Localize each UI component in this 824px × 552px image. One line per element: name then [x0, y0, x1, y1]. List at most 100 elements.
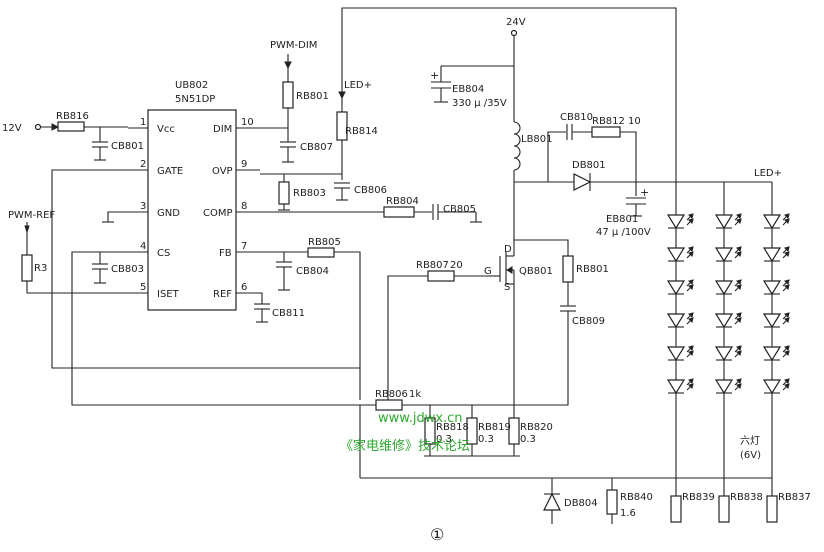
wire-gate-rb807 [387, 275, 428, 400]
label-rb814: RB814 [345, 126, 378, 137]
ic-ref: UB802 [175, 80, 208, 91]
label-rb816: RB816 [56, 111, 89, 122]
resistor-rb839 [670, 495, 682, 523]
value-rb820: 0.3 [520, 434, 536, 445]
resistor-rb814 [336, 111, 348, 141]
ic-right-pins [236, 127, 260, 294]
led-diode [762, 345, 790, 362]
capacitor-cb805 [432, 204, 439, 220]
label-cb810: CB810 [560, 112, 593, 123]
led-strings [666, 182, 790, 496]
label-rb820: RB820 [520, 422, 553, 433]
label-db801: DB801 [572, 160, 606, 171]
led-diode [714, 279, 742, 296]
resistor-rb816 [57, 121, 85, 132]
svg-text:+: + [640, 186, 649, 199]
pin-10-name: DIM [213, 124, 232, 135]
led-diode [714, 213, 742, 230]
resistor-rb812 [591, 126, 621, 138]
resistor-rb801-snubber [562, 255, 574, 283]
pin-2-name: GATE [157, 166, 183, 177]
pin-6-name: REF [213, 289, 232, 300]
pin-6-num: 6 [241, 282, 247, 293]
capacitor-eb801: + [626, 186, 649, 217]
led-diode [762, 213, 790, 230]
watermark-url: www.jdwx.cn [378, 411, 463, 426]
label-cb807: CB807 [300, 142, 333, 153]
label-cb811: CB811 [272, 308, 305, 319]
led-diode [762, 378, 790, 395]
led-diode [666, 345, 694, 362]
led-string [762, 182, 790, 496]
pin-7-name: FB [219, 248, 232, 259]
value-rb819: 0.3 [478, 434, 494, 445]
value-rb807: 20 [450, 260, 463, 271]
watermark-forum: 《家电维修》技术论坛 [340, 438, 470, 454]
label-rb801-a: RB801 [296, 91, 329, 102]
led-diode [714, 378, 742, 395]
label-rb806: RB806 [375, 389, 408, 400]
resistor-rb838 [718, 495, 730, 523]
mosfet-source-pin: S [504, 282, 510, 293]
label-rb818: RB818 [436, 422, 469, 433]
capacitor-cb803 [92, 263, 108, 284]
leds-voltage: (6V) [740, 450, 761, 461]
value-rb806: 1k [409, 389, 421, 400]
resistor-rb804 [383, 206, 415, 218]
svg-text:+: + [430, 69, 439, 82]
label-qb801: QB801 [519, 266, 553, 277]
capacitor-cb809 [560, 305, 576, 312]
mosfet-gate-pin: G [484, 266, 492, 277]
resistor-rb840 [606, 489, 618, 515]
label-cb804: CB804 [296, 266, 329, 277]
led-string [714, 182, 742, 496]
led-string [666, 182, 694, 496]
ic-model: 5N51DP [175, 94, 215, 105]
net-led-plus-b: LED+ [754, 168, 782, 179]
net-12v: 12V [2, 123, 22, 134]
capacitor-cb807 [280, 141, 296, 163]
led-diode [666, 213, 694, 230]
net-pwm-ref: PWM-REF [8, 210, 55, 221]
pin-2-num: 2 [140, 159, 146, 170]
label-rb804: RB804 [386, 196, 419, 207]
pin-1-name: Vcc [157, 124, 175, 135]
ic-ub802-body [147, 109, 237, 311]
value-eb804: 330 μ /35V [452, 98, 507, 109]
pin-4-name: CS [157, 248, 170, 259]
label-rb840: RB840 [620, 492, 653, 503]
pin-4-num: 4 [140, 241, 146, 252]
led-diode [762, 312, 790, 329]
led-diode [714, 312, 742, 329]
capacitor-cb806 [334, 182, 350, 201]
net-pwm-dim: PWM-DIM [270, 40, 317, 51]
label-lb801: LB801 [521, 134, 553, 145]
pin-10-num: 10 [241, 117, 254, 128]
label-rb805: RB805 [308, 237, 341, 248]
mosfet-drain-pin: D [504, 244, 512, 255]
resistor-r3 [21, 254, 33, 282]
label-rb803: RB803 [293, 188, 326, 199]
label-eb804: EB804 [452, 84, 484, 95]
led-diode [666, 279, 694, 296]
ic-left-pins [128, 127, 148, 294]
pin-3-name: GND [157, 208, 180, 219]
net-24v: 24V [506, 17, 526, 28]
resistor-rb805 [307, 247, 335, 258]
value-rb818: 0.3 [436, 434, 452, 445]
label-cb803: CB803 [111, 264, 144, 275]
resistor-rb807 [427, 270, 455, 282]
led-diode [666, 312, 694, 329]
value-rb840: 1.6 [620, 508, 636, 519]
capacitor-cb811 [254, 303, 270, 323]
pin-8-name: COMP [203, 208, 233, 219]
capacitor-eb804: + [430, 66, 451, 103]
led-diode [762, 279, 790, 296]
pin-1-num: 1 [140, 117, 146, 128]
label-rb839: RB839 [682, 492, 715, 503]
led-diode [666, 378, 694, 395]
label-r3: R3 [34, 263, 47, 274]
resistor-rb837 [766, 495, 778, 523]
pin-5-num: 5 [140, 282, 146, 293]
